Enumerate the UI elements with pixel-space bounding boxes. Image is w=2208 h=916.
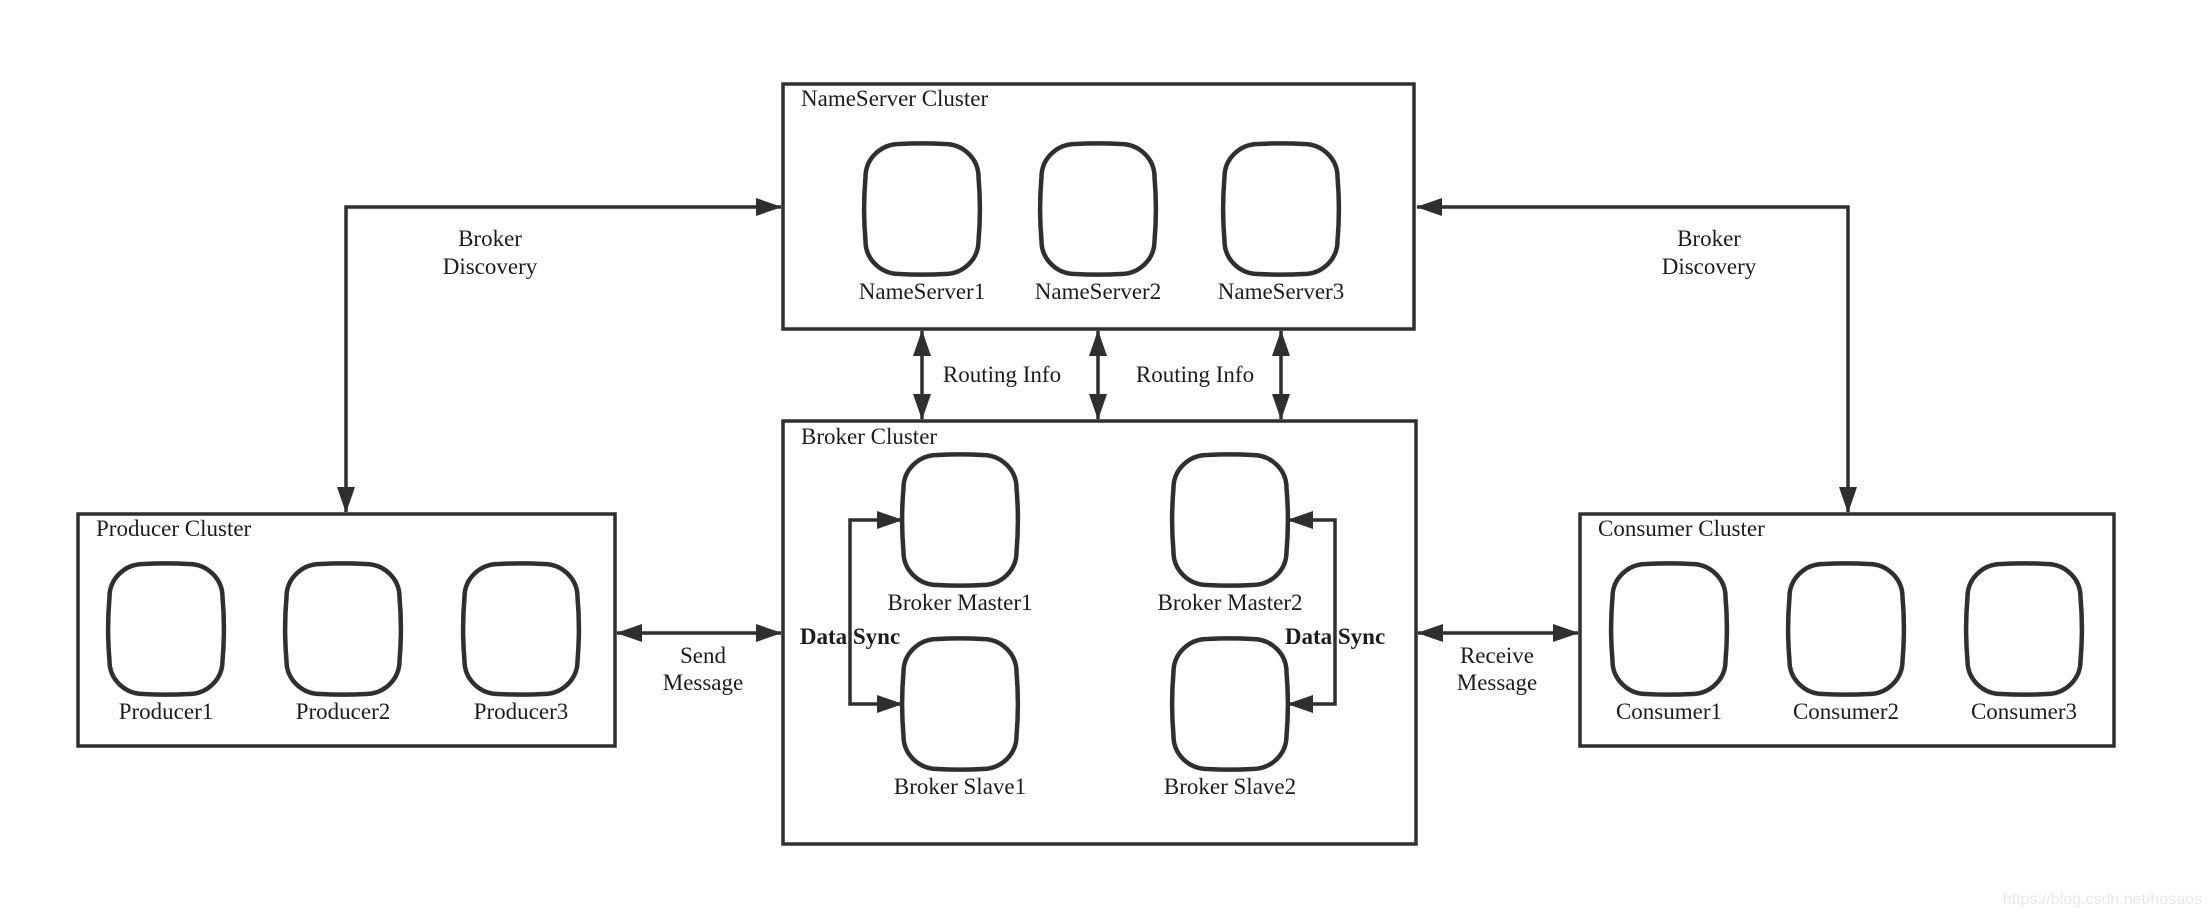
nameserver1-node [864, 143, 980, 274]
edge-data-sync-right [1287, 511, 1337, 713]
broker-discovery-right-label-line2: Discovery [1662, 254, 1757, 279]
data-sync-left-label: Data Sync [800, 624, 900, 649]
producer2-node [285, 563, 401, 694]
broker-cluster-title: Broker Cluster [801, 424, 937, 449]
broker-slave1-node [902, 638, 1018, 769]
consumer3-node [1966, 563, 2082, 694]
broker-discovery-left-label-line1: Broker [458, 226, 522, 251]
watermark-text: https://blog.csdn.net/hosaos [2003, 891, 2202, 908]
receive-message-label-line1: Receive [1460, 643, 1534, 668]
producer3-node [463, 563, 579, 694]
consumer1-node [1611, 563, 1727, 694]
consumer-cluster-title: Consumer Cluster [1598, 516, 1765, 541]
consumer1-label: Consumer1 [1616, 699, 1722, 724]
edge-broker-discovery-left [337, 198, 782, 513]
routing-info-right-label: Routing Info [1136, 362, 1254, 387]
consumer2-node [1788, 563, 1904, 694]
consumer2-label: Consumer2 [1793, 699, 1899, 724]
broker-master1-label: Broker Master1 [888, 590, 1033, 615]
broker-master2-node [1172, 454, 1288, 585]
nameserver2-label: NameServer2 [1035, 279, 1161, 304]
broker-discovery-right-label-line1: Broker [1677, 226, 1741, 251]
broker-master1-node [902, 454, 1018, 585]
send-message-label-line1: Send [680, 643, 727, 668]
broker-slave1-label: Broker Slave1 [894, 774, 1026, 799]
broker-master2-label: Broker Master2 [1158, 590, 1303, 615]
broker-discovery-left-label-line2: Discovery [443, 254, 538, 279]
nameserver2-node [1040, 143, 1156, 274]
edge-data-sync-left [848, 511, 903, 713]
send-message-label-line2: Message [663, 670, 743, 695]
broker-slave2-label: Broker Slave2 [1164, 774, 1296, 799]
producer1-node [108, 563, 224, 694]
nameserver-cluster-title: NameServer Cluster [801, 86, 988, 111]
data-sync-right-label: Data Sync [1285, 624, 1385, 649]
nameserver3-node [1223, 143, 1339, 274]
nameserver3-label: NameServer3 [1218, 279, 1344, 304]
nameserver1-label: NameServer1 [859, 279, 985, 304]
edge-broker-discovery-right [1416, 198, 1857, 513]
broker-slave2-node [1172, 638, 1288, 769]
producer3-label: Producer3 [474, 699, 569, 724]
producer2-label: Producer2 [296, 699, 391, 724]
producer1-label: Producer1 [119, 699, 214, 724]
consumer3-label: Consumer3 [1971, 699, 2077, 724]
receive-message-label-line2: Message [1457, 670, 1537, 695]
routing-info-left-label: Routing Info [943, 362, 1061, 387]
producer-cluster-title: Producer Cluster [96, 516, 252, 541]
